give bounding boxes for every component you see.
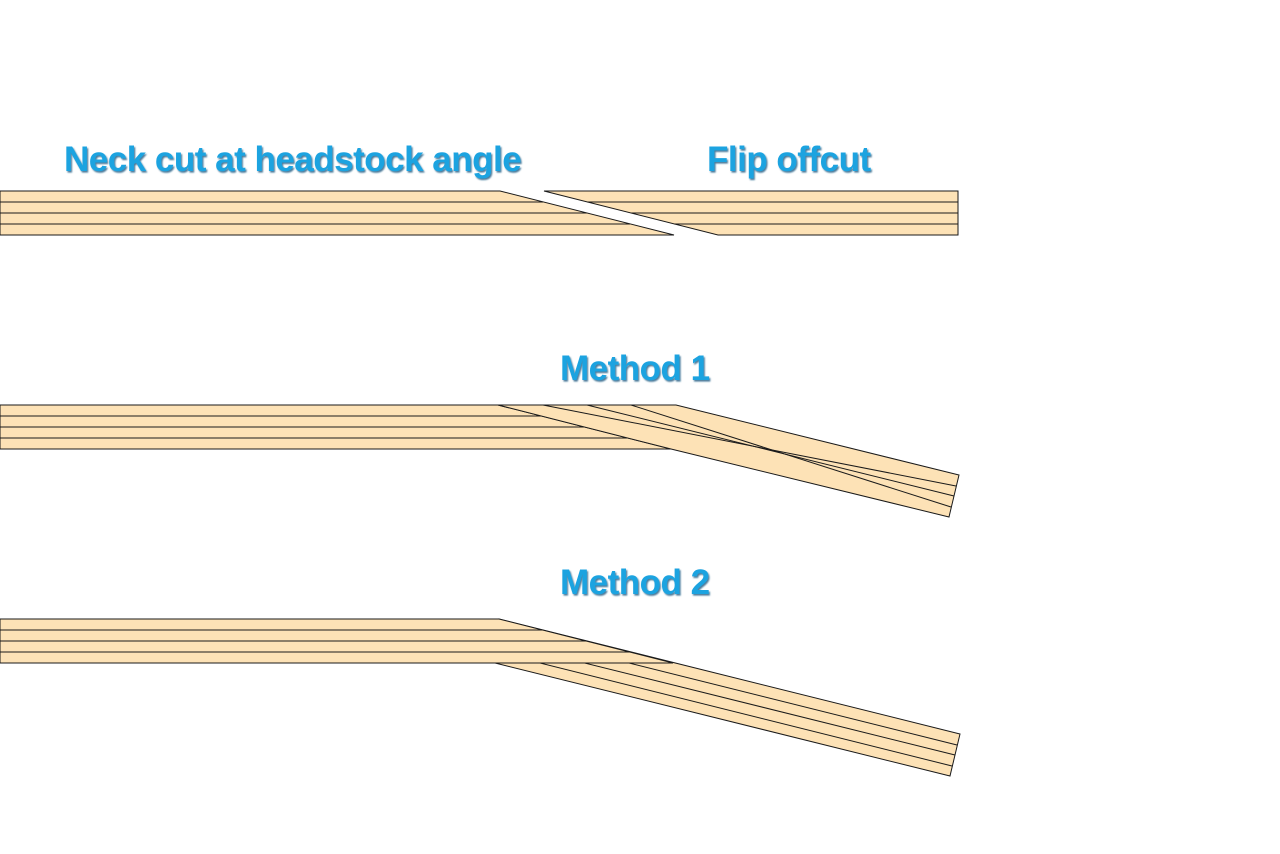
method-2-diagram bbox=[0, 618, 961, 777]
ply-line bbox=[586, 404, 955, 497]
method-1-diagram bbox=[0, 404, 960, 518]
method-1-label: Method 1 bbox=[560, 349, 710, 388]
method-2-label: Method 2 bbox=[560, 563, 710, 602]
offcut-piece bbox=[543, 190, 959, 236]
method-1-headstock-piece bbox=[497, 404, 960, 518]
headstock-body bbox=[497, 404, 960, 518]
method-2-neck-piece bbox=[0, 618, 674, 664]
flip-offcut-label: Flip offcut bbox=[707, 140, 871, 179]
ply-line bbox=[630, 404, 952, 508]
neck-cut-label: Neck cut at headstock angle bbox=[64, 140, 521, 179]
ply-line bbox=[495, 651, 953, 767]
neck-cut-diagram bbox=[0, 190, 959, 236]
neck-blank-piece bbox=[0, 190, 675, 236]
